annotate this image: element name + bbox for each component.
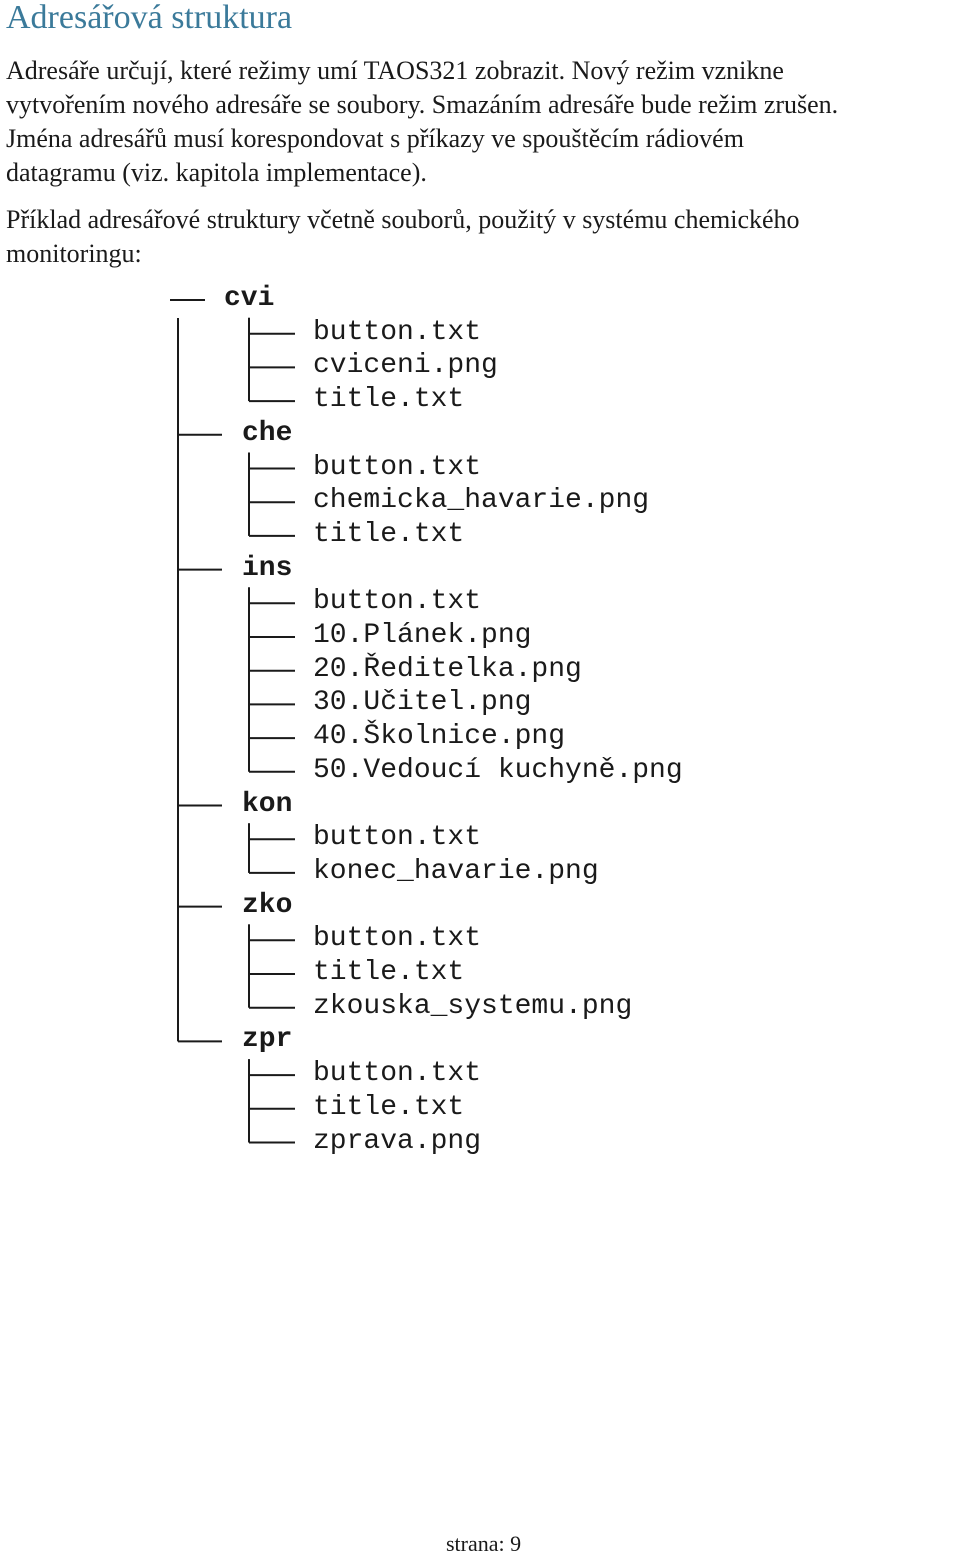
tree-file: konec_havarie.png (313, 855, 599, 887)
tree-file: button.txt (313, 923, 482, 955)
tree-dir-zko: zko (242, 889, 293, 921)
tree-file: title.txt (313, 1091, 465, 1123)
intro-line-2: vytvořením nového adresáře se soubory. S… (6, 90, 839, 119)
tree-file: 50.Vedoucí kuchyně.png (313, 754, 683, 786)
page-number: strana: 9 (446, 1531, 522, 1556)
tree-dir-che: che (242, 417, 293, 449)
tree-file: title.txt (313, 957, 465, 988)
tree-file: button.txt (313, 451, 482, 483)
intro-line-3: Jména adresářů musí korespondovat s přík… (6, 124, 744, 153)
page-title: Adresářová struktura (6, 0, 293, 36)
tree-dir-zpr: zpr (242, 1024, 293, 1056)
tree-file: button.txt (313, 822, 482, 854)
tree-file: cviceni.png (313, 350, 498, 382)
tree-dir-cvi: cvi (224, 283, 275, 314)
tree-dir-kon: kon (242, 788, 293, 820)
tree-file: 20.Ředitelka.png (313, 653, 582, 685)
tree-file: button.txt (313, 586, 482, 618)
intro-line-4: datagramu (viz. kapitola implementace). (6, 158, 427, 187)
tree-file: button.txt (313, 316, 482, 348)
tree-file: 40.Školnice.png (313, 721, 566, 753)
tree-file: zkouska_systemu.png (313, 990, 633, 1022)
tree-file: button.txt (313, 1058, 482, 1090)
tree-file: chemicka_havarie.png (313, 485, 650, 517)
example-paragraph: Příklad adresářové struktury včetně soub… (6, 203, 800, 271)
intro-line-1: Adresáře určují, které režimy umí TAOS32… (6, 56, 784, 85)
tree-file: title.txt (313, 518, 465, 550)
tree-file: zprava.png (313, 1125, 482, 1157)
tree-file: 30.Učitel.png (313, 687, 532, 719)
tree-file: title.txt (313, 384, 465, 416)
intro-paragraph: Adresáře určují, které režimy umí TAOS32… (6, 54, 838, 190)
example-line-2: monitoringu: (6, 239, 142, 268)
tree-file: 10.Plánek.png (313, 620, 532, 651)
example-line-1: Příklad adresářové struktury včetně soub… (6, 205, 800, 234)
tree-dir-ins: ins (242, 552, 293, 584)
